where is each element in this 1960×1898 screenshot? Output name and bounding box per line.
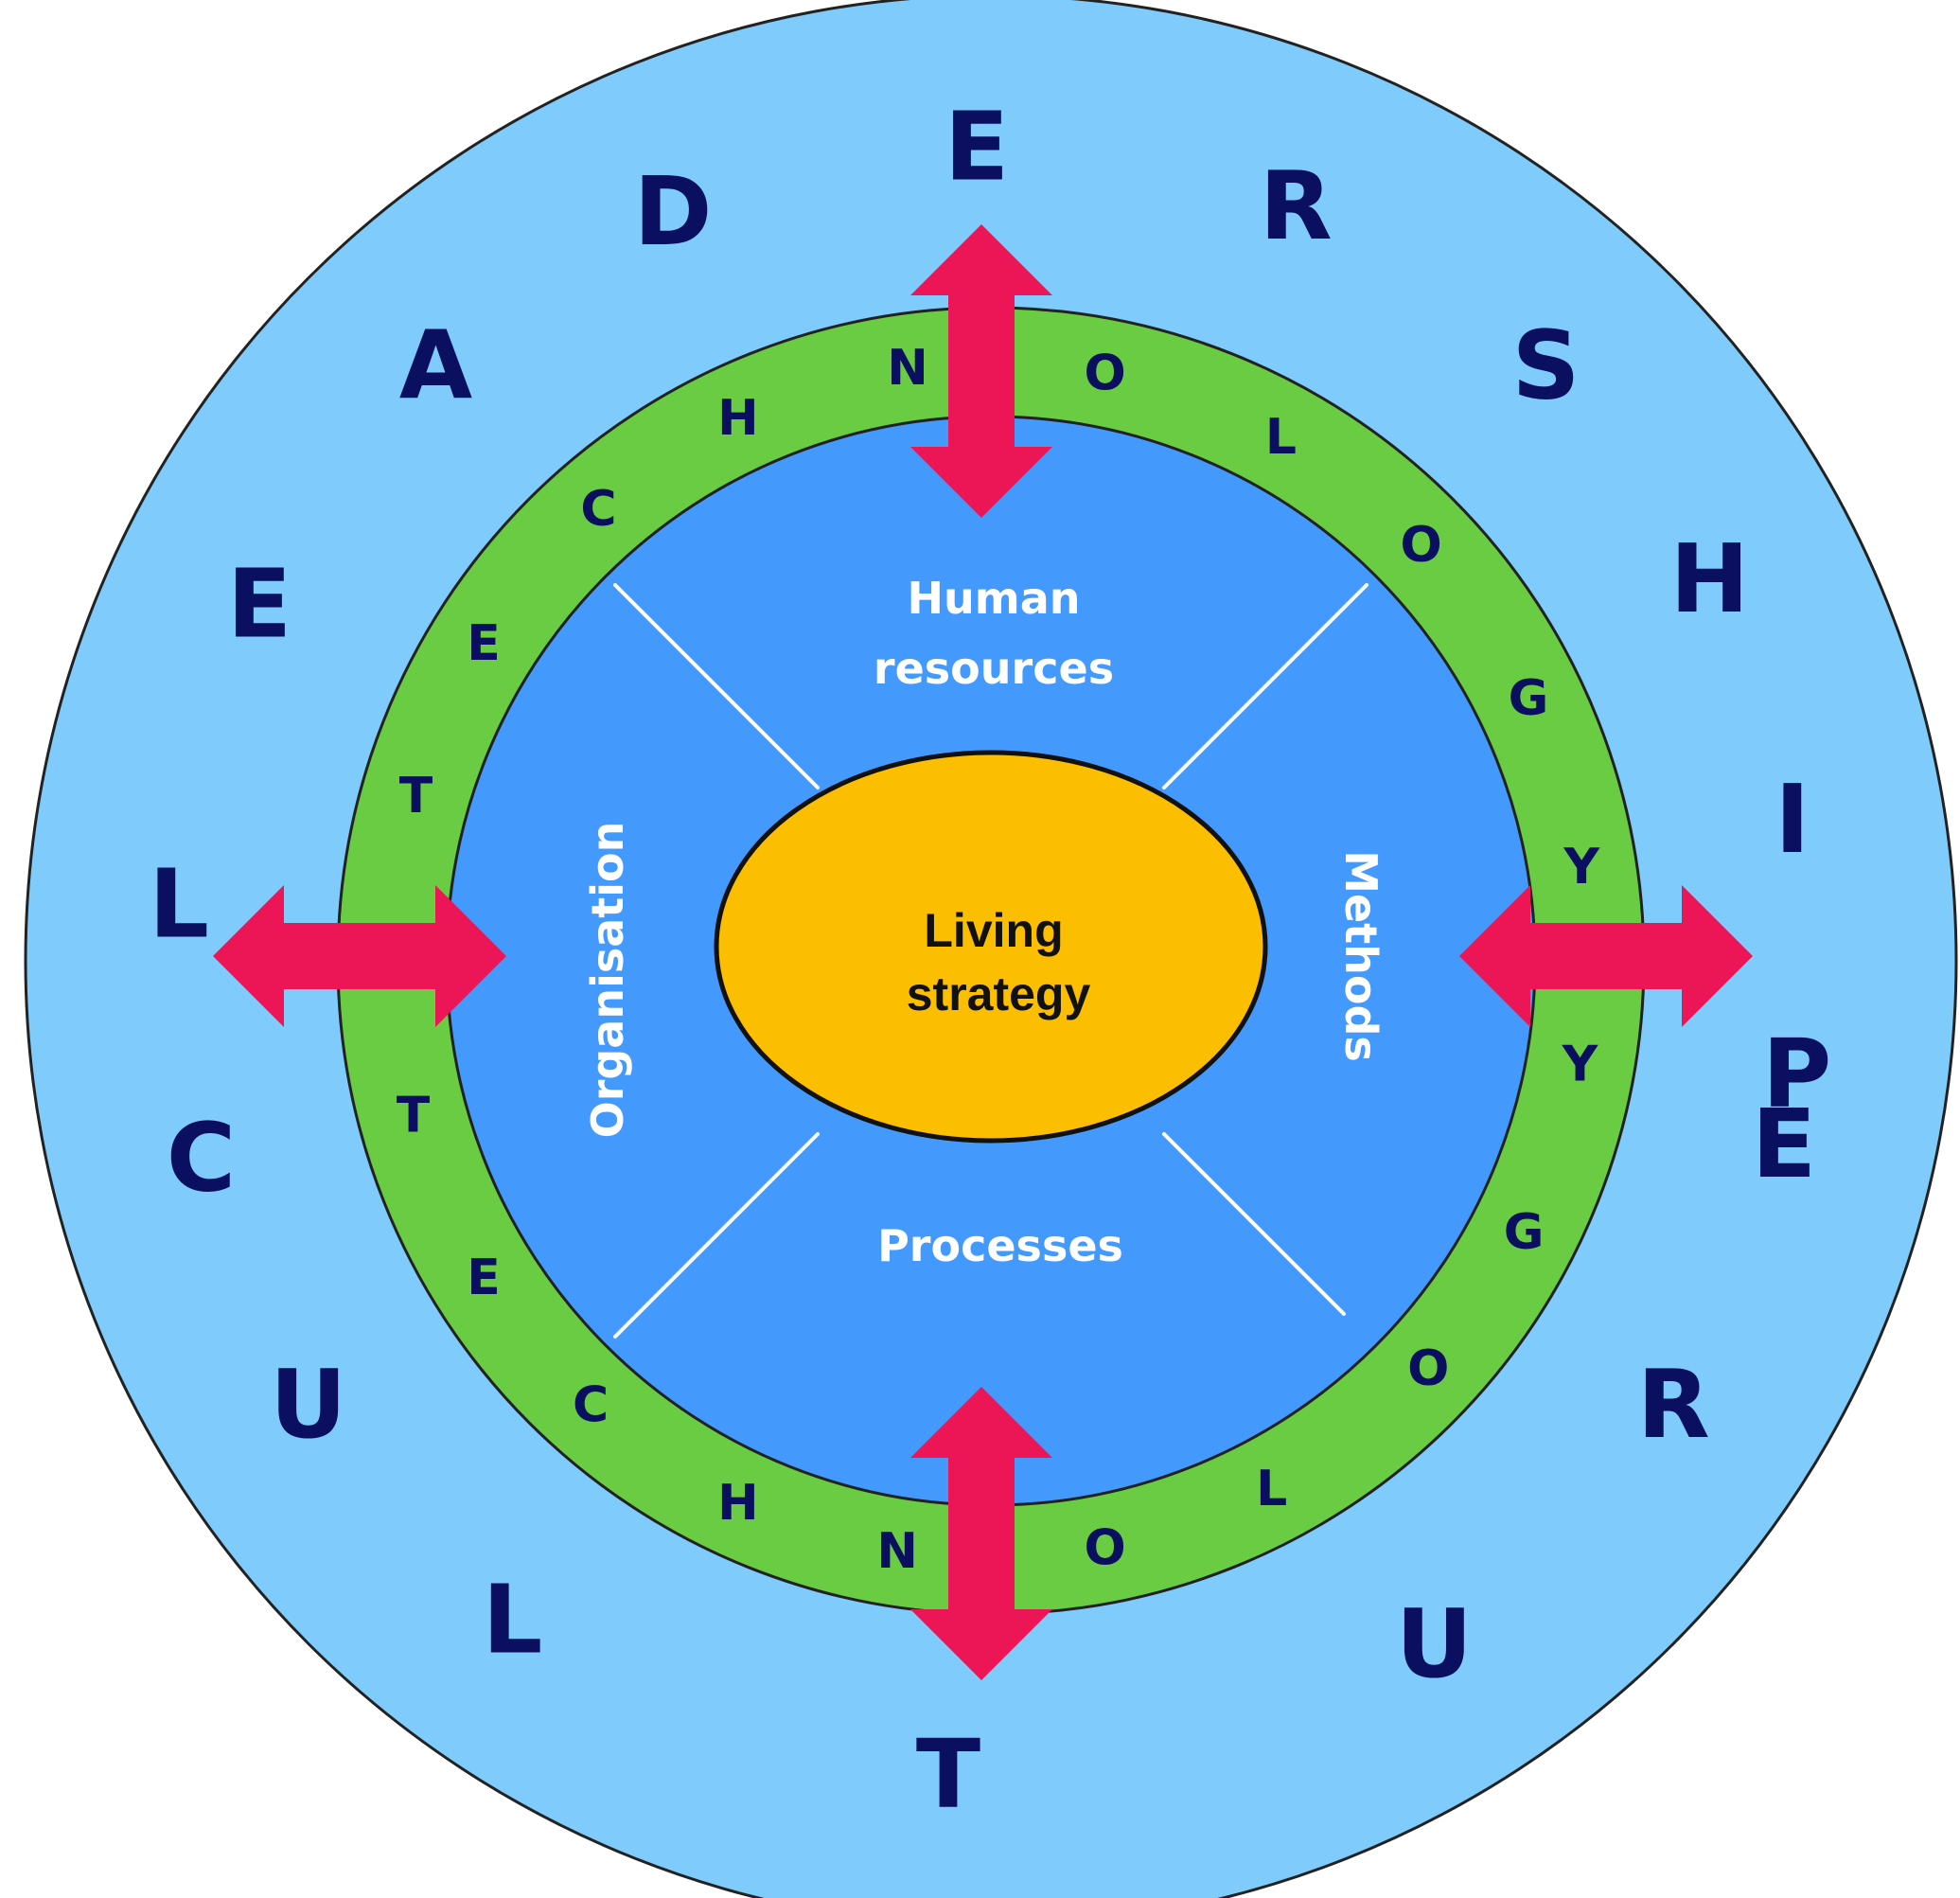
technology-upper-letter-4: H: [717, 390, 759, 447]
leadership-letter-3: A: [399, 310, 472, 421]
technology-upper-letter-2: E: [467, 615, 501, 672]
culture-letter-1: C: [167, 1103, 236, 1214]
technology-upper-letter-1: T: [399, 768, 433, 825]
technology-lower-letter-9: G: [1504, 1204, 1545, 1261]
technology-lower-letter-8: O: [1407, 1340, 1449, 1397]
technology-upper-letter-7: L: [1265, 409, 1297, 466]
leadership-letter-6: R: [1260, 151, 1333, 261]
double-arrows: [213, 224, 1753, 1680]
technology-lower-letter-6: O: [1084, 1519, 1125, 1576]
leadership-letter-2: E: [227, 549, 291, 660]
double-arrow-top: [910, 224, 1052, 518]
technology-lower-letter-5: N: [876, 1523, 918, 1580]
technology-upper-letter-10: Y: [1563, 839, 1600, 896]
culture-letter-3: L: [483, 1564, 543, 1675]
quadrant-label-organisation: Organisation: [582, 822, 633, 1139]
quadrant-label-processes: Processes: [877, 1220, 1123, 1271]
double-arrow-left: [213, 885, 506, 1027]
technology-upper-letter-6: O: [1084, 346, 1125, 402]
core-label-strategy: strategy: [907, 967, 1091, 1020]
technology-upper-letter-5: N: [887, 340, 928, 397]
quadrant-dividers: [613, 583, 1368, 1339]
quadrant-label-methods: Methods: [1335, 850, 1386, 1062]
technology-lower-letter-7: L: [1256, 1461, 1287, 1517]
technology-upper-letter-8: O: [1400, 517, 1441, 574]
technology-lower-letter-3: C: [573, 1377, 609, 1434]
culture-letter-6: R: [1637, 1349, 1710, 1460]
divider-bottom-right: [1162, 1132, 1346, 1316]
technology-lower-letter-4: H: [717, 1475, 759, 1532]
living-strategy-core: [714, 750, 1268, 1144]
technology-lower-letter-10: Y: [1562, 1037, 1599, 1093]
leadership-letter-7: S: [1511, 310, 1580, 421]
technology-upper-letter-3: C: [580, 481, 616, 538]
double-arrow-right: [1459, 885, 1753, 1027]
leadership-letter-5: E: [945, 92, 1009, 203]
leadership-letter-9: I: [1775, 764, 1810, 875]
leadership-letter-8: H: [1669, 523, 1749, 634]
leadership-letter-4: D: [633, 156, 712, 267]
culture-letter-4: T: [916, 1718, 980, 1829]
leadership-letter-1: L: [149, 849, 209, 960]
technology-lower-letter-1: T: [397, 1088, 431, 1144]
technology-upper-letter-9: G: [1509, 670, 1549, 727]
divider-top-left: [613, 583, 820, 789]
divider-top-right: [1162, 583, 1368, 789]
culture-letter-5: U: [1396, 1588, 1473, 1699]
quadrant-label-human: Human: [908, 573, 1081, 624]
culture-letter-2: U: [270, 1349, 346, 1460]
quadrant-label-resources: resources: [874, 643, 1114, 694]
technology-lower-letter-2: E: [467, 1250, 501, 1306]
culture-letter-7: E: [1752, 1089, 1816, 1199]
leadership-letter-10: P: [1762, 1019, 1831, 1129]
double-arrow-bottom: [910, 1387, 1052, 1680]
divider-bottom-left: [613, 1132, 820, 1339]
core-label-living: Living: [924, 904, 1063, 957]
